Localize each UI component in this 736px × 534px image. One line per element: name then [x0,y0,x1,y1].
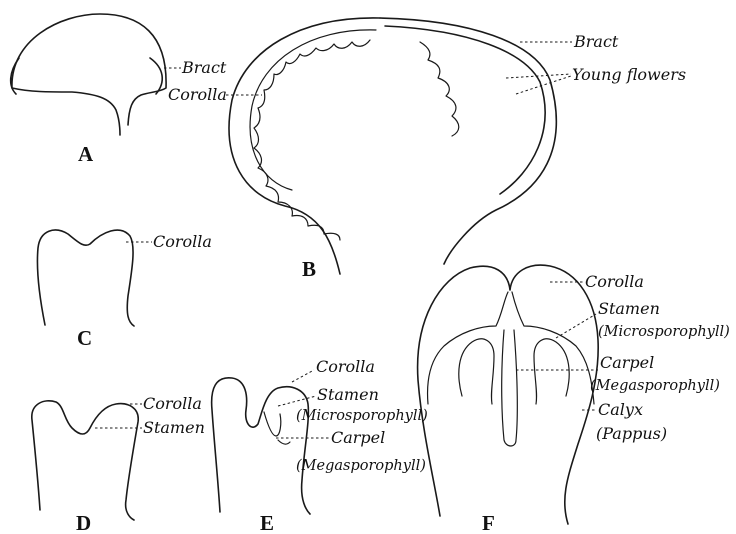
panel-f-inner-right [512,292,594,404]
panel-b-young-flowers-leader-2 [516,76,571,94]
panel-c: Corolla C [37,230,211,350]
panel-d: Corolla Stamen D [32,394,205,534]
panel-b-receptacle-inner [250,30,376,190]
panel-a-bract-label: Bract [181,58,227,77]
panel-e-carpel-sub: (Megasporophyll) [296,458,426,474]
panel-f-stamen-label: Stamen [598,299,660,318]
panel-f-stamen-leader [556,314,596,338]
panel-b-letter: B [302,257,316,281]
panel-f-stamen-right [534,339,569,404]
panel-f-letter: F [482,511,495,534]
panel-e-stamen-sub: (Microsporophyll) [296,408,428,424]
panel-b-corolla-row [254,40,370,240]
panel-e-letter: E [260,511,274,534]
panel-d-letter: D [76,511,91,534]
panel-e-carpel-label: Carpel [331,428,385,447]
panel-b-young-flowers-leader-1 [506,74,571,78]
panel-b-bract-inner [385,26,545,194]
panel-e-outline [212,378,310,514]
panel-c-outline [37,230,134,326]
panel-f-calyx-label: Calyx [598,400,643,419]
panel-b-young-flowers-label: Young flowers [572,65,686,84]
panel-d-outline [32,401,138,520]
panel-c-letter: C [77,326,92,350]
panel-e-carpel [278,440,290,444]
panel-f-outer-outline [418,265,599,524]
panel-f-carpel-sub: (Megasporophyll) [590,378,720,394]
panel-e: Corolla Stamen (Microsporophyll) Carpel … [212,357,428,534]
panel-f-stamen-left [459,339,494,404]
panel-b-corolla-label: Corolla [168,85,227,104]
panel-e-corolla-leader [292,370,314,382]
panel-c-corolla-label: Corolla [153,232,212,251]
panel-e-stamen-label: Stamen [317,385,379,404]
panel-f-stamen-sub: (Microsporophyll) [598,324,730,340]
panel-b: Bract Young flowers Corolla B [168,18,686,281]
panel-b-bract-label: Bract [573,32,619,51]
panel-e-corolla-label: Corolla [316,357,375,376]
panel-f: Corolla Stamen (Microsporophyll) Carpel … [418,265,730,534]
panel-f-carpel [502,330,518,446]
panel-a-letter: A [78,142,94,166]
panel-a-bract-right [150,58,162,94]
panel-d-stamen-label: Stamen [143,418,205,437]
panel-f-inner-left [428,292,508,404]
panel-e-stamen [264,412,281,436]
panel-a-receptacle [12,14,166,135]
panel-f-calyx-sub: (Pappus) [596,424,667,443]
panel-f-carpel-label: Carpel [600,353,654,372]
panel-f-corolla-label: Corolla [585,272,644,291]
panel-d-corolla-label: Corolla [143,394,202,413]
panel-b-young-flowers [420,42,459,136]
panel-e-stamen-leader [278,396,316,406]
panel-b-outer-bract [380,18,556,264]
